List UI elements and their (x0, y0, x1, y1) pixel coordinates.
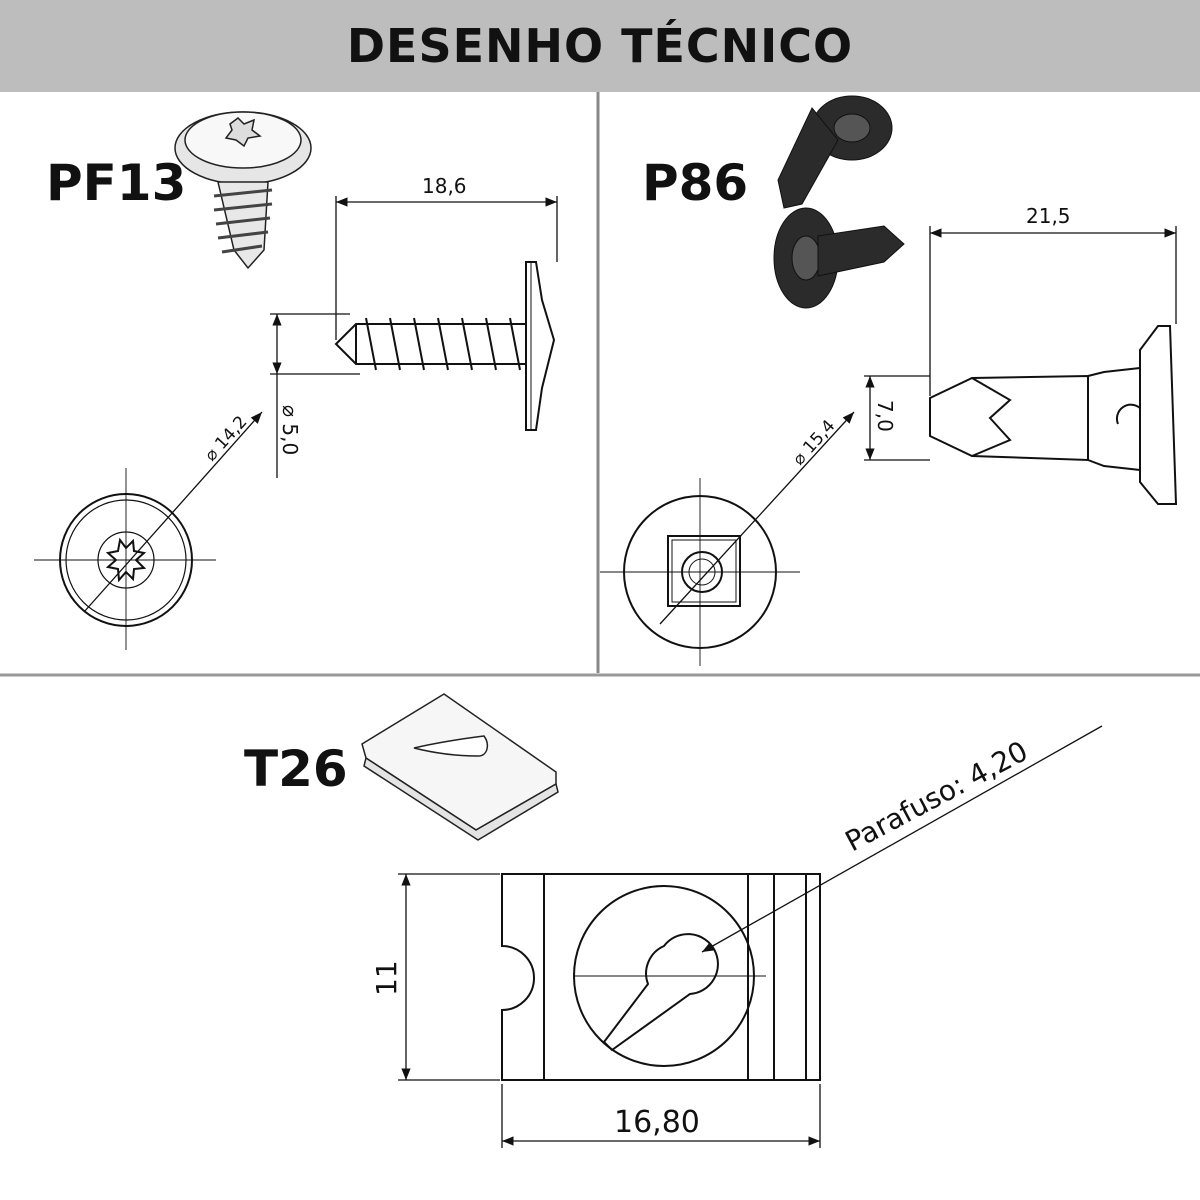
pf13-front-view (34, 468, 216, 650)
p86-front-view (600, 478, 800, 666)
p86-panel: P86 21,5 (600, 95, 1178, 666)
technical-drawing: PF13 18,6 (0, 92, 1200, 1148)
t26-height-value: 11 (370, 960, 403, 996)
pf13-head-diameter-leader (83, 411, 263, 613)
t26-width-value: 16,80 (614, 1105, 700, 1140)
p86-side-view (929, 325, 1178, 505)
pf13-screw-illustration (174, 111, 312, 270)
t26-front-view (501, 873, 821, 1081)
pf13-diameter-value: ⌀ 5,0 (278, 405, 302, 455)
t26-width-dimension (501, 1084, 821, 1148)
p86-width-value: 7,0 (873, 400, 897, 432)
p86-head-diameter-value: ⌀ 15,4 (789, 416, 840, 469)
t26-height-dimension (398, 873, 500, 1081)
pf13-panel: PF13 18,6 (34, 111, 558, 650)
t26-screw-note: Parafuso: 4,20 (840, 734, 1033, 858)
p86-clip-illustration (773, 95, 905, 309)
page-title: DESENHO TÉCNICO (346, 19, 854, 73)
t26-screw-leader (701, 725, 1103, 953)
p86-length-value: 21,5 (1026, 204, 1071, 228)
p86-width-dimension (864, 375, 930, 461)
header-bar: DESENHO TÉCNICO (0, 0, 1200, 92)
pf13-label: PF13 (46, 154, 186, 212)
pf13-length-value: 18,6 (422, 174, 467, 198)
p86-label: P86 (642, 154, 748, 212)
t26-panel: T26 Parafuso: 4,20 11 (244, 693, 1103, 1148)
pf13-diameter-dimension (270, 313, 360, 478)
pf13-head-diameter-value: ⌀ 14,2 (201, 412, 252, 465)
t26-clip-illustration (361, 693, 559, 841)
p86-head-diameter-leader (659, 411, 855, 625)
p86-length-dimension (929, 226, 1177, 396)
t26-label: T26 (244, 740, 348, 798)
pf13-length-dimension (335, 196, 558, 340)
pf13-side-view (334, 261, 556, 431)
